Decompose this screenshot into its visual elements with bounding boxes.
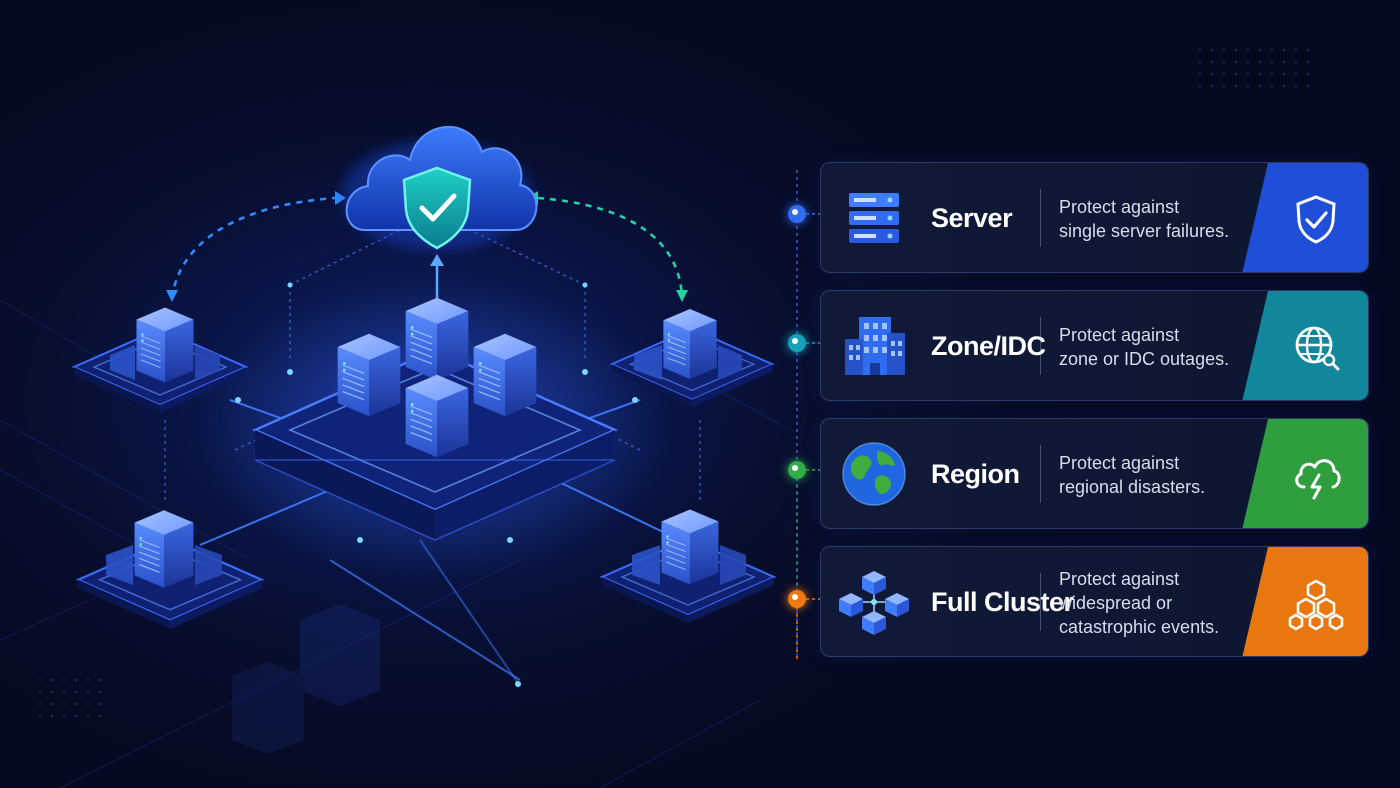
cloud-shield-check-icon (342, 126, 538, 300)
divider (1040, 573, 1041, 631)
divider (1040, 445, 1041, 503)
desc-line: regional disasters. (1059, 476, 1206, 497)
building-icon (845, 317, 905, 375)
right-curved-arrow (537, 196, 684, 299)
level-badge-cluster (1242, 547, 1368, 656)
level-card-server: Server Protect against single server fai… (820, 162, 1369, 273)
shield-check-icon (1296, 195, 1336, 244)
hexagon-nodes-icon (1288, 579, 1344, 631)
timeline-dot-region (788, 461, 806, 479)
level-title: Zone/IDC (931, 331, 1046, 361)
desc-line: zone or IDC outages. (1059, 348, 1230, 369)
level-badge-server (1242, 163, 1368, 272)
desc-line: widespread or (1059, 592, 1173, 613)
desc-line: Protect against (1059, 568, 1180, 589)
globe-search-icon (1295, 326, 1340, 371)
level-title: Region (931, 459, 1020, 489)
left-curved-arrow (170, 196, 336, 299)
level-badge-zone (1242, 291, 1368, 400)
desc-line: Protect against (1059, 324, 1180, 345)
desc-line: catastrophic events. (1059, 616, 1220, 637)
level-card-zone: Zone/IDC Protect against zone or IDC out… (820, 290, 1369, 401)
level-description: Protect against single server failures. (1059, 163, 1230, 272)
level-description: Protect against zone or IDC outages. (1059, 291, 1230, 400)
cloud-lightning-icon (1295, 459, 1341, 500)
level-card-cluster: Full Cluster Protect against widespread … (820, 546, 1369, 657)
divider (1040, 317, 1041, 375)
timeline-dot-server (788, 205, 806, 223)
level-badge-region (1242, 419, 1368, 528)
level-description: Protect against widespread or catastroph… (1059, 547, 1220, 656)
desc-line: Protect against (1059, 452, 1180, 473)
divider (1040, 189, 1041, 247)
cube-cluster-icon (839, 571, 909, 635)
background-blocks (232, 604, 380, 754)
glow-dots (235, 282, 638, 687)
level-card-region: Region Protect against regional disaster… (820, 418, 1369, 529)
level-description: Protect against regional disasters. (1059, 419, 1206, 528)
server-rack-icon (849, 193, 899, 243)
level-title: Full Cluster (931, 587, 1074, 617)
timeline-dot-cluster (788, 590, 806, 608)
timeline-dot-zone (788, 334, 806, 352)
level-title: Server (931, 203, 1013, 233)
connector-lines (199, 399, 691, 687)
timeline (796, 170, 822, 660)
earth-globe-icon (842, 442, 906, 506)
desc-line: single server failures. (1059, 220, 1230, 241)
desc-line: Protect against (1059, 196, 1180, 217)
